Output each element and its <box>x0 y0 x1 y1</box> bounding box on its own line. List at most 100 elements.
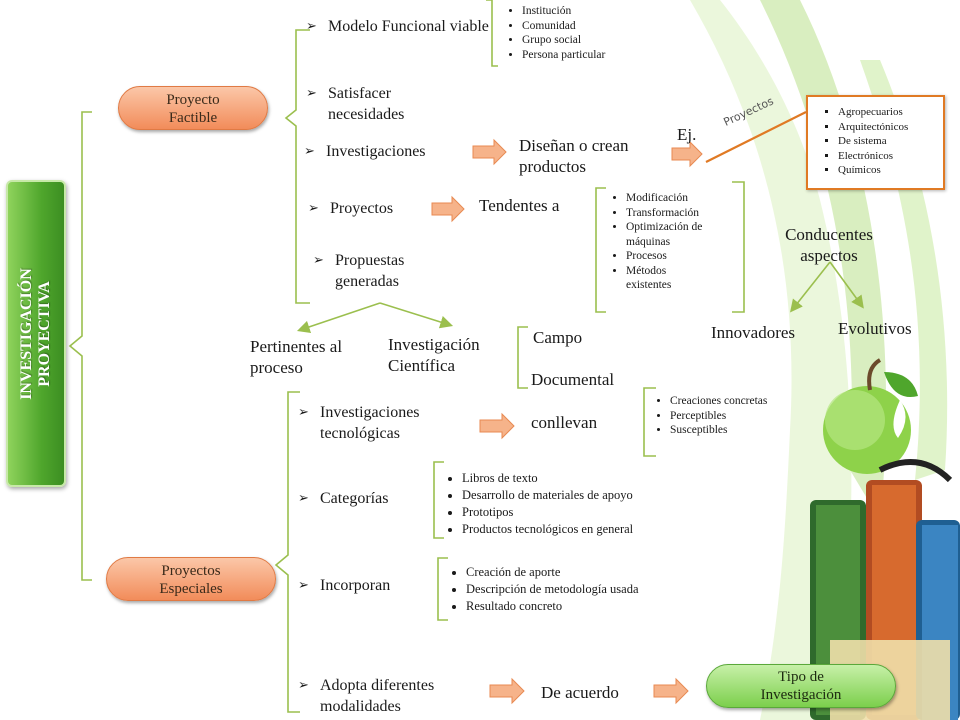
conllevan-bracket <box>643 387 656 457</box>
arrow-bullet-icon: ➢ <box>308 201 319 216</box>
evolutivos-arrow <box>829 261 864 309</box>
factible-brace <box>284 29 310 304</box>
list-item: Libros de texto <box>462 470 633 487</box>
list-item: Comunidad <box>522 19 605 34</box>
list-item: Prototipos <box>462 504 633 521</box>
arrow-bullet-icon: ➢ <box>298 405 309 420</box>
arrow-investigaciones <box>472 138 507 166</box>
pertinentes-arrow <box>296 302 381 333</box>
list-item: Procesos <box>626 249 741 264</box>
incorporan-list: Creación de aporte Descripción de metodo… <box>452 564 639 615</box>
arrow-proyectos <box>431 195 465 223</box>
list-item: Resultado concreto <box>466 598 639 615</box>
arrow-bullet-icon: ➢ <box>298 578 309 593</box>
satisfacer-item: ➢ Satisfacer necesidades <box>306 83 448 125</box>
incorporan-item: ➢ Incorporan <box>298 575 390 596</box>
list-item: Arquitectónicos <box>838 120 908 135</box>
conllevan-label: conllevan <box>531 413 598 432</box>
tendentes-list: Modificación Transformación Optimización… <box>612 191 741 293</box>
list-item: Electrónicos <box>838 149 908 164</box>
arrow-tecnologicas <box>479 412 515 440</box>
proyectos-types-box: Agropecuarios Arquitectónicos De sistema… <box>806 95 945 190</box>
root-label: INVESTIGACIÓN PROYECTIVA <box>18 267 53 400</box>
proyectos-especiales-label: Proyectos Especiales <box>159 563 223 597</box>
list-item: De sistema <box>838 134 908 149</box>
proyectos-item: ➢ Proyectos <box>308 198 393 219</box>
categorias-list: Libros de texto Desarrollo de materiales… <box>448 470 633 538</box>
cientifica-arrow <box>379 302 454 329</box>
innovadores-label: Innovadores <box>711 323 796 342</box>
incorporan-label: Incorporan <box>320 577 391 594</box>
proyectos-types-list: Agropecuarios Arquitectónicos De sistema… <box>824 105 908 178</box>
disenan-label: Diseñan o crean productos <box>519 136 629 176</box>
ej-label: Ej. <box>677 125 697 144</box>
investigaciones-label: Investigaciones <box>326 143 426 160</box>
arrow-bullet-icon: ➢ <box>304 144 315 159</box>
categorias-label: Categorías <box>320 490 389 507</box>
modelo-funcional-label: Modelo Funcional viable <box>328 18 489 35</box>
root-brace <box>68 111 92 581</box>
tipo-investigacion-label: Tipo de Investigación <box>760 669 842 703</box>
proyectos-label: Proyectos <box>330 200 394 217</box>
tendentes-bracket <box>595 187 606 313</box>
root-node: INVESTIGACIÓN PROYECTIVA <box>6 180 66 487</box>
arrow-bullet-icon: ➢ <box>298 678 309 693</box>
modelo-bracket <box>486 0 498 67</box>
adopta-item: ➢ Adopta diferentes modalidades <box>298 675 485 717</box>
green-swoosh-light <box>860 60 948 480</box>
tipo-investigacion-node: Tipo de Investigación <box>706 664 896 708</box>
modelo-funcional-item: ➢ Modelo Funcional viable <box>306 16 498 37</box>
list-item: Transformación <box>626 206 741 221</box>
categorias-bracket <box>433 461 444 539</box>
incorporan-bracket <box>437 557 448 621</box>
arrow-bullet-icon: ➢ <box>306 19 317 34</box>
list-item: Métodos existentes <box>626 264 706 293</box>
apple-icon <box>823 358 918 474</box>
evolutivos-label: Evolutivos <box>838 319 912 338</box>
investigaciones-item: ➢ Investigaciones <box>304 141 426 162</box>
documental-label: Documental <box>531 370 615 389</box>
proyectos-connector <box>705 111 807 163</box>
especiales-brace <box>274 391 300 713</box>
arrow-de-acuerdo <box>653 677 689 705</box>
list-item: Productos tecnológicos en general <box>462 521 633 538</box>
arrow-adopta <box>489 677 525 705</box>
list-item: Optimización de máquinas <box>626 220 741 249</box>
tendentes-label: Tendentes a <box>479 196 560 215</box>
list-item: Creación de aporte <box>466 564 639 581</box>
propuestas-item: ➢ Propuestas generadas <box>313 250 445 292</box>
tecnologicas-item: ➢ Investigaciones tecnológicas <box>298 402 470 444</box>
pertinentes-label: Pertinentes al proceso <box>250 337 343 377</box>
list-item: Agropecuarios <box>838 105 908 120</box>
conducentes-label: Conducentes aspectos <box>785 225 873 265</box>
list-item: Creaciones concretas <box>670 394 767 409</box>
proyectos-especiales-node: Proyectos Especiales <box>106 557 276 601</box>
list-item: Descripción de metodología usada <box>466 581 639 598</box>
list-item: Químicos <box>838 163 908 178</box>
conllevan-list: Creaciones concretas Perceptibles Suscep… <box>656 394 767 438</box>
list-item: Desarrollo de materiales de apoyo <box>462 487 633 504</box>
cientifica-bracket <box>517 326 528 389</box>
innovadores-arrow <box>790 261 831 313</box>
list-item: Institución <box>522 4 605 19</box>
satisfacer-label: Satisfacer necesidades <box>328 85 405 123</box>
tecnologicas-label: Investigaciones tecnológicas <box>320 404 420 442</box>
proyecto-factible-node: Proyecto Factible <box>118 86 268 130</box>
list-item: Perceptibles <box>670 409 767 424</box>
arrow-bullet-icon: ➢ <box>306 86 317 101</box>
campo-label: Campo <box>533 328 583 347</box>
arrow-bullet-icon: ➢ <box>298 491 309 506</box>
arrow-ej <box>671 140 703 168</box>
de-acuerdo-label: De acuerdo <box>541 683 619 702</box>
list-item: Grupo social <box>522 33 605 48</box>
list-item: Susceptibles <box>670 423 767 438</box>
tendentes-right-bracket <box>732 181 745 313</box>
propuestas-label: Propuestas generadas <box>335 252 405 290</box>
adopta-label: Adopta diferentes modalidades <box>320 677 435 715</box>
list-item: Modificación <box>626 191 741 206</box>
cientifica-label: Investigación Científica <box>388 335 480 375</box>
modelo-list: Institución Comunidad Grupo social Perso… <box>508 4 605 62</box>
categorias-item: ➢ Categorías <box>298 488 388 509</box>
arrow-bullet-icon: ➢ <box>313 253 324 268</box>
